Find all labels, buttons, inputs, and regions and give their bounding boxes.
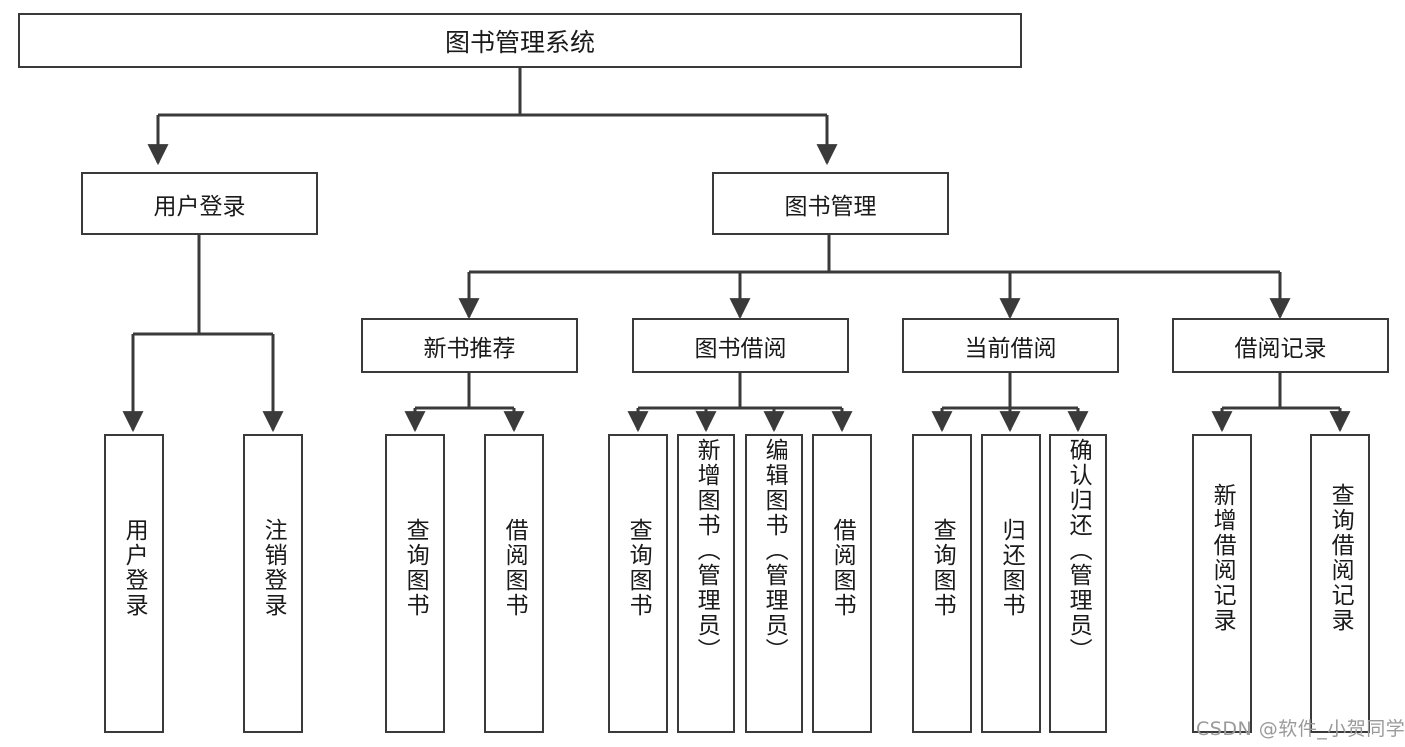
node-leaf-query-borrow-record-label: 查询借阅记录 [1327,483,1354,633]
node-leaf-confirm-return-admin[interactable]: 确认归还（管理员） [1049,434,1107,733]
node-leaf-confirm-return-admin-label: 确认归还（管理员） [1065,438,1092,663]
node-leaf-add-borrow-record[interactable]: 新增借阅记录 [1192,434,1252,733]
node-leaf-return-books[interactable]: 归还图书 [981,434,1041,733]
node-current-borrow[interactable]: 当前借阅 [902,318,1119,373]
node-leaf-query-books-borrow-label: 查询图书 [625,518,652,618]
node-leaf-add-book-admin-label: 新增图书（管理员） [693,438,720,663]
node-leaf-borrow-books-new[interactable]: 借阅图书 [484,434,544,733]
node-root[interactable]: 图书管理系统 [18,13,1022,68]
node-borrow-records-label: 借阅记录 [1234,335,1327,362]
node-leaf-logout-label: 注销登录 [260,518,287,618]
node-user-login[interactable]: 用户登录 [81,172,318,235]
node-book-management-label: 图书管理 [784,193,877,220]
node-book-borrow-label: 图书借阅 [694,335,787,362]
node-leaf-query-borrow-record[interactable]: 查询借阅记录 [1310,434,1370,733]
node-leaf-user-login-label: 用户登录 [121,518,148,618]
node-leaf-query-books-borrow[interactable]: 查询图书 [608,434,668,733]
node-leaf-logout[interactable]: 注销登录 [243,434,303,733]
node-leaf-add-book-admin[interactable]: 新增图书（管理员） [677,434,735,733]
node-leaf-borrow-books-borrow[interactable]: 借阅图书 [812,434,872,733]
node-root-label: 图书管理系统 [444,27,595,57]
node-new-book-recommend-label: 新书推荐 [423,335,516,362]
node-leaf-borrow-books-borrow-label: 借阅图书 [829,518,856,618]
node-leaf-return-books-label: 归还图书 [998,518,1025,618]
node-book-borrow[interactable]: 图书借阅 [632,318,849,373]
node-new-book-recommend[interactable]: 新书推荐 [361,318,578,373]
node-borrow-records[interactable]: 借阅记录 [1172,318,1389,373]
node-leaf-edit-book-admin-label: 编辑图书（管理员） [761,438,788,663]
node-leaf-query-books-current-label: 查询图书 [929,518,956,618]
node-leaf-edit-book-admin[interactable]: 编辑图书（管理员） [745,434,803,733]
node-leaf-borrow-books-new-label: 借阅图书 [501,518,528,618]
node-leaf-query-books-new-label: 查询图书 [402,518,429,618]
node-leaf-query-books-new[interactable]: 查询图书 [385,434,445,733]
node-leaf-add-borrow-record-label: 新增借阅记录 [1209,483,1236,633]
node-leaf-query-books-current[interactable]: 查询图书 [912,434,972,733]
node-current-borrow-label: 当前借阅 [964,335,1057,362]
node-book-management[interactable]: 图书管理 [712,172,949,235]
node-leaf-user-login[interactable]: 用户登录 [104,434,164,733]
node-user-login-label: 用户登录 [153,193,246,220]
